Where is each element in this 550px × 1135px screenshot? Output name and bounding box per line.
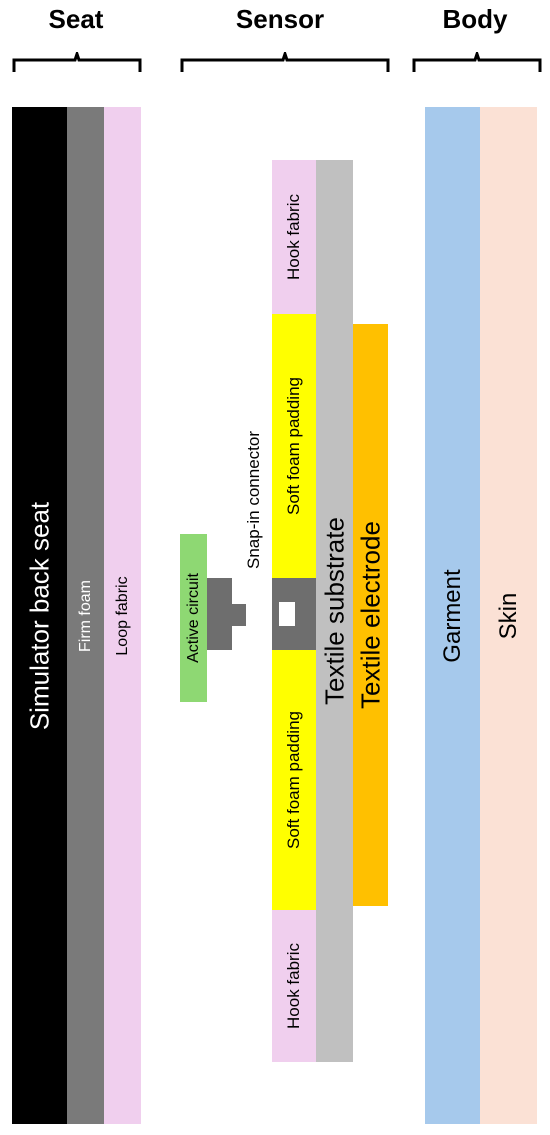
textile-electrode-label: Textile electrode: [355, 521, 385, 709]
soft-foam-padding-top-label: Soft foam padding: [284, 377, 303, 515]
snap-in-connector-label: Snap-in connector: [244, 431, 263, 569]
seat-header: Seat: [48, 4, 104, 34]
sensor-header: Sensor: [235, 4, 325, 34]
snap-in-connector-male-base: [207, 578, 232, 650]
hook-fabric-top-layer: Hook fabric: [272, 160, 316, 314]
active-circuit-label: Active circuit: [184, 573, 202, 663]
snap-in-connector-socket: [279, 602, 295, 626]
active-circuit-layer: Active circuit: [180, 534, 207, 702]
garment-layer: Garment: [425, 107, 480, 1124]
body-header: Body: [442, 4, 508, 34]
soft-foam-padding-bottom-label: Soft foam padding: [284, 711, 303, 849]
body-brace: [412, 52, 542, 72]
simulator-back-seat-label: Simulator back seat: [24, 501, 54, 730]
textile-electrode-layer: Textile electrode: [353, 324, 388, 906]
skin-label: Skin: [494, 592, 522, 639]
soft-foam-padding-top-layer: Soft foam padding: [272, 314, 316, 578]
firm-foam-label: Firm foam: [76, 579, 94, 652]
garment-label: Garment: [438, 568, 466, 663]
skin-layer: Skin: [480, 107, 537, 1124]
soft-foam-padding-bottom-layer: Soft foam padding: [272, 650, 316, 910]
snap-in-connector-label-area: Snap-in connector: [240, 400, 268, 600]
firm-foam-layer: Firm foam: [67, 107, 104, 1124]
hook-fabric-bottom-layer: Hook fabric: [272, 910, 316, 1062]
textile-substrate-label: Textile substrate: [319, 517, 349, 705]
snap-in-connector-male-stud: [232, 604, 246, 626]
hook-fabric-bottom-label: Hook fabric: [284, 943, 303, 1029]
hook-fabric-top-label: Hook fabric: [284, 194, 303, 280]
seat-brace: [12, 52, 142, 72]
textile-substrate-layer: Textile substrate: [316, 160, 353, 1062]
loop-fabric-label: Loop fabric: [113, 575, 131, 656]
simulator-back-seat-layer: Simulator back seat: [12, 107, 67, 1124]
loop-fabric-layer: Loop fabric: [104, 107, 141, 1124]
sensor-brace: [180, 52, 390, 72]
